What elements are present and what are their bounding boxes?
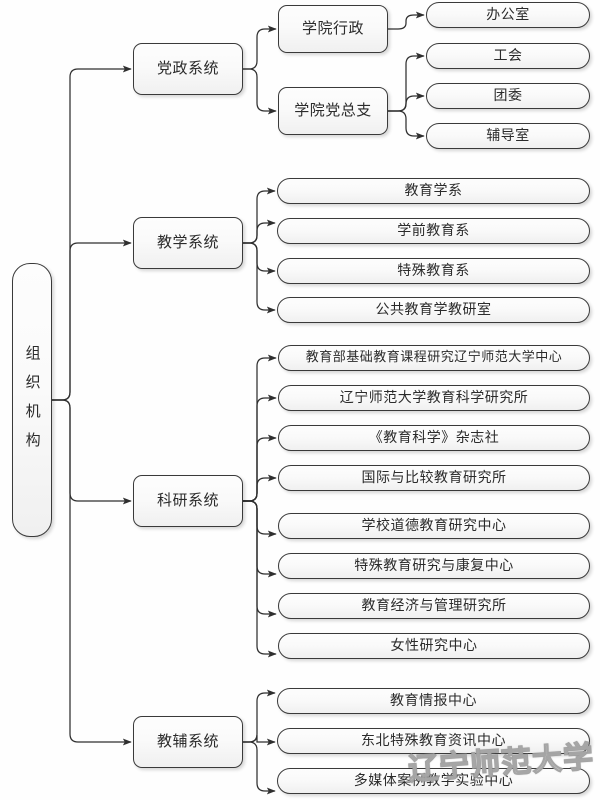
leaf-special-edu-rehab-center[interactable]: 特殊教育研究与康复中心 <box>278 553 590 579</box>
leaf-lnnu-edu-science-institute[interactable]: 辽宁师范大学教育科学研究所 <box>278 385 590 411</box>
leaf-multimedia-case-teaching-lab[interactable]: 多媒体案例教学实验中心 <box>277 768 590 794</box>
leaf-intl-comparative-institute[interactable]: 国际与比较教育研究所 <box>278 465 590 491</box>
leaf-womens-studies-center[interactable]: 女性研究中心 <box>278 633 590 659</box>
leaf-public-pedagogy-office[interactable]: 公共教育学教研室 <box>277 297 590 323</box>
leaf-dept-special[interactable]: 特殊教育系 <box>277 258 590 284</box>
leaf-union[interactable]: 工会 <box>426 43 590 69</box>
leaf-youth-league[interactable]: 团委 <box>426 83 590 109</box>
branch-node-research[interactable]: 科研系统 <box>133 475 243 527</box>
leaf-office[interactable]: 办公室 <box>426 2 590 28</box>
leaf-counselor-office[interactable]: 辅导室 <box>426 123 590 149</box>
node-party-branch[interactable]: 学院党总支 <box>278 87 388 135</box>
leaf-dept-preschool[interactable]: 学前教育系 <box>277 218 590 244</box>
root-node[interactable]: 组织机构 <box>12 263 52 537</box>
branch-node-party[interactable]: 党政系统 <box>133 43 243 95</box>
leaf-dept-education[interactable]: 教育学系 <box>277 178 590 204</box>
node-college-admin[interactable]: 学院行政 <box>278 5 388 53</box>
leaf-moe-basic-edu-center[interactable]: 教育部基础教育课程研究辽宁师范大学中心 <box>278 345 590 371</box>
leaf-northeast-special-edu-info-center[interactable]: 东北特殊教育资讯中心 <box>277 728 590 754</box>
branch-node-support[interactable]: 教辅系统 <box>133 716 243 768</box>
leaf-school-moral-edu-center[interactable]: 学校道德教育研究中心 <box>278 513 590 539</box>
leaf-edu-info-center[interactable]: 教育情报中心 <box>277 688 590 714</box>
leaf-edu-econ-mgmt-institute[interactable]: 教育经济与管理研究所 <box>278 593 590 619</box>
leaf-edu-science-journal[interactable]: 《教育科学》杂志社 <box>278 425 590 451</box>
branch-node-teaching[interactable]: 教学系统 <box>133 217 243 269</box>
